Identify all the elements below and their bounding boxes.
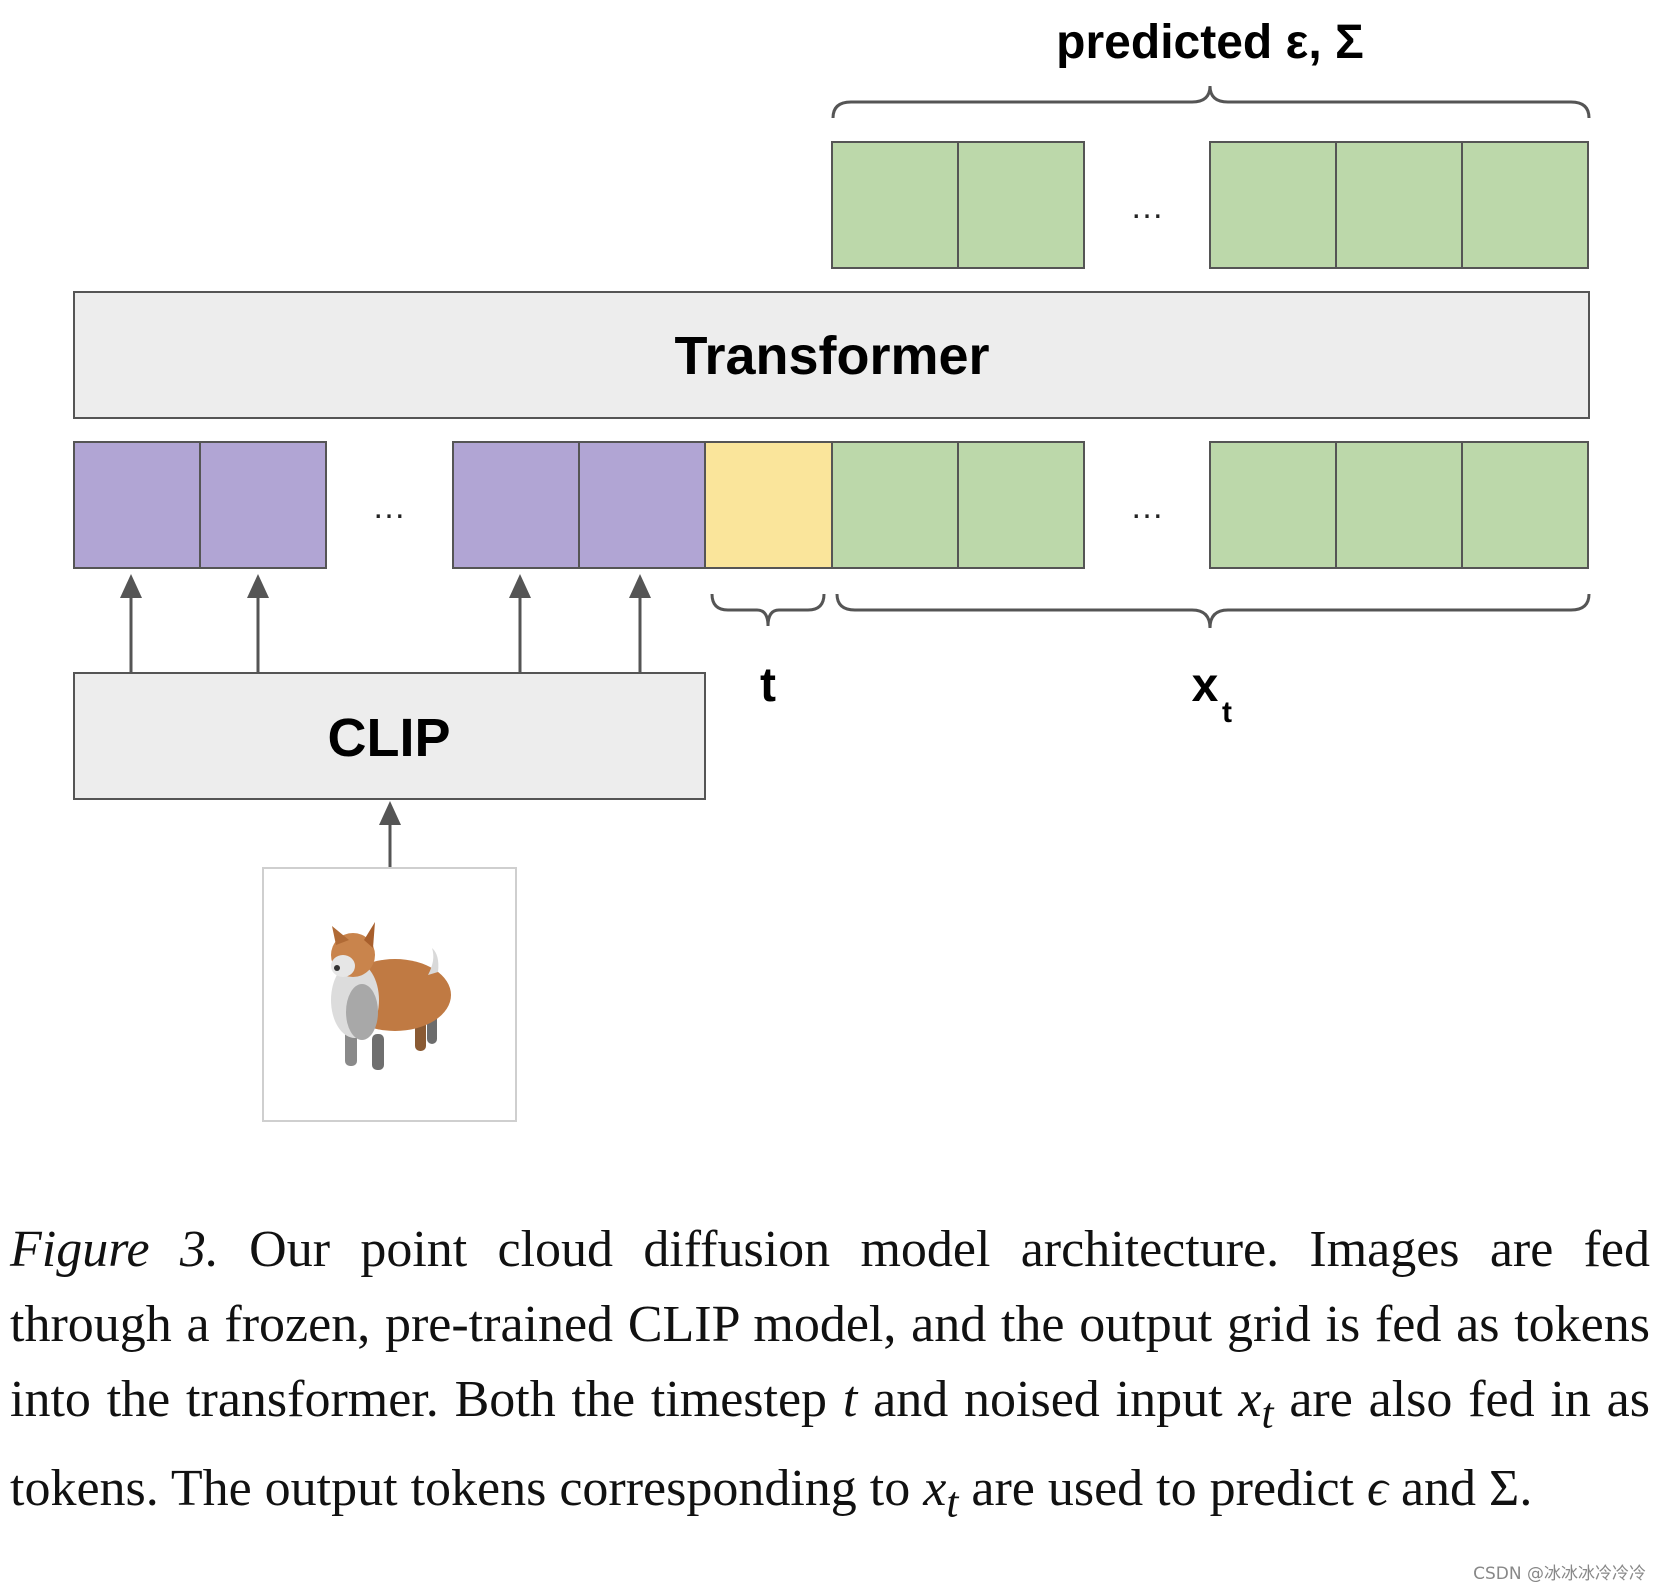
point-token <box>1461 441 1589 569</box>
xt-subscript: t <box>1222 696 1232 729</box>
point-ellipsis: … <box>1130 488 1164 526</box>
output-token <box>957 141 1085 269</box>
clip-ellipsis: … <box>372 488 406 526</box>
xt-brace <box>835 593 1591 629</box>
predicted-label: predicted ε, Σ <box>1056 16 1364 69</box>
architecture-diagram: predicted ε, Σ … Transformer … … t x t <box>73 16 1591 1122</box>
figure-label: Figure 3. <box>10 1221 219 1278</box>
clip-token <box>199 441 327 569</box>
caption-text-3: are also fed in as tokens. The output to… <box>10 1371 1650 1518</box>
arrowhead <box>120 574 142 598</box>
point-token <box>831 441 959 569</box>
clip-token <box>73 441 201 569</box>
caption-var-x2: x <box>923 1460 947 1518</box>
output-token <box>831 141 959 269</box>
output-brace <box>831 85 1591 119</box>
watermark: CSDN @冰冰冰冷冷冷 <box>1473 1564 1646 1584</box>
clip-box <box>73 672 706 800</box>
output-tokens <box>831 141 1589 269</box>
figure-caption: Figure 3. Our point cloud diffusion mode… <box>10 1212 1650 1541</box>
transformer-box <box>73 291 1590 419</box>
point-token <box>1335 441 1463 569</box>
caption-text-4: are used to predict <box>958 1460 1368 1518</box>
timestep-token <box>704 441 833 569</box>
arrowhead <box>629 574 651 598</box>
caption-var-x2-sub: t <box>946 1478 959 1527</box>
arrowhead <box>509 574 531 598</box>
corgi-image-icon <box>331 922 451 1070</box>
output-token <box>1461 141 1589 269</box>
output-ellipsis: … <box>1130 188 1164 226</box>
caption-var-x-sub: t <box>1261 1389 1274 1438</box>
point-token <box>1209 441 1337 569</box>
caption-text-1: Our point cloud diffusion model architec… <box>10 1221 1650 1428</box>
caption-var-x: x <box>1238 1371 1262 1428</box>
caption-var-eps: ϵ <box>1367 1460 1388 1518</box>
timestep-brace <box>710 593 826 627</box>
clip-token <box>452 441 580 569</box>
point-token <box>957 441 1085 569</box>
caption-text-2: and noised input <box>857 1371 1239 1428</box>
output-token <box>1209 141 1337 269</box>
clip-token <box>578 441 706 569</box>
arrowhead <box>247 574 269 598</box>
caption-var-t: t <box>842 1371 858 1428</box>
transformer-label: Transformer <box>674 326 989 386</box>
xt-label: x <box>1192 659 1219 712</box>
timestep-label: t <box>760 659 776 712</box>
clip-label: CLIP <box>327 708 450 768</box>
image-arrowhead <box>379 801 401 825</box>
input-tokens <box>73 441 1589 569</box>
output-token <box>1335 141 1463 269</box>
caption-text-5: and Σ. <box>1387 1460 1533 1518</box>
clip-arrows <box>120 574 651 673</box>
